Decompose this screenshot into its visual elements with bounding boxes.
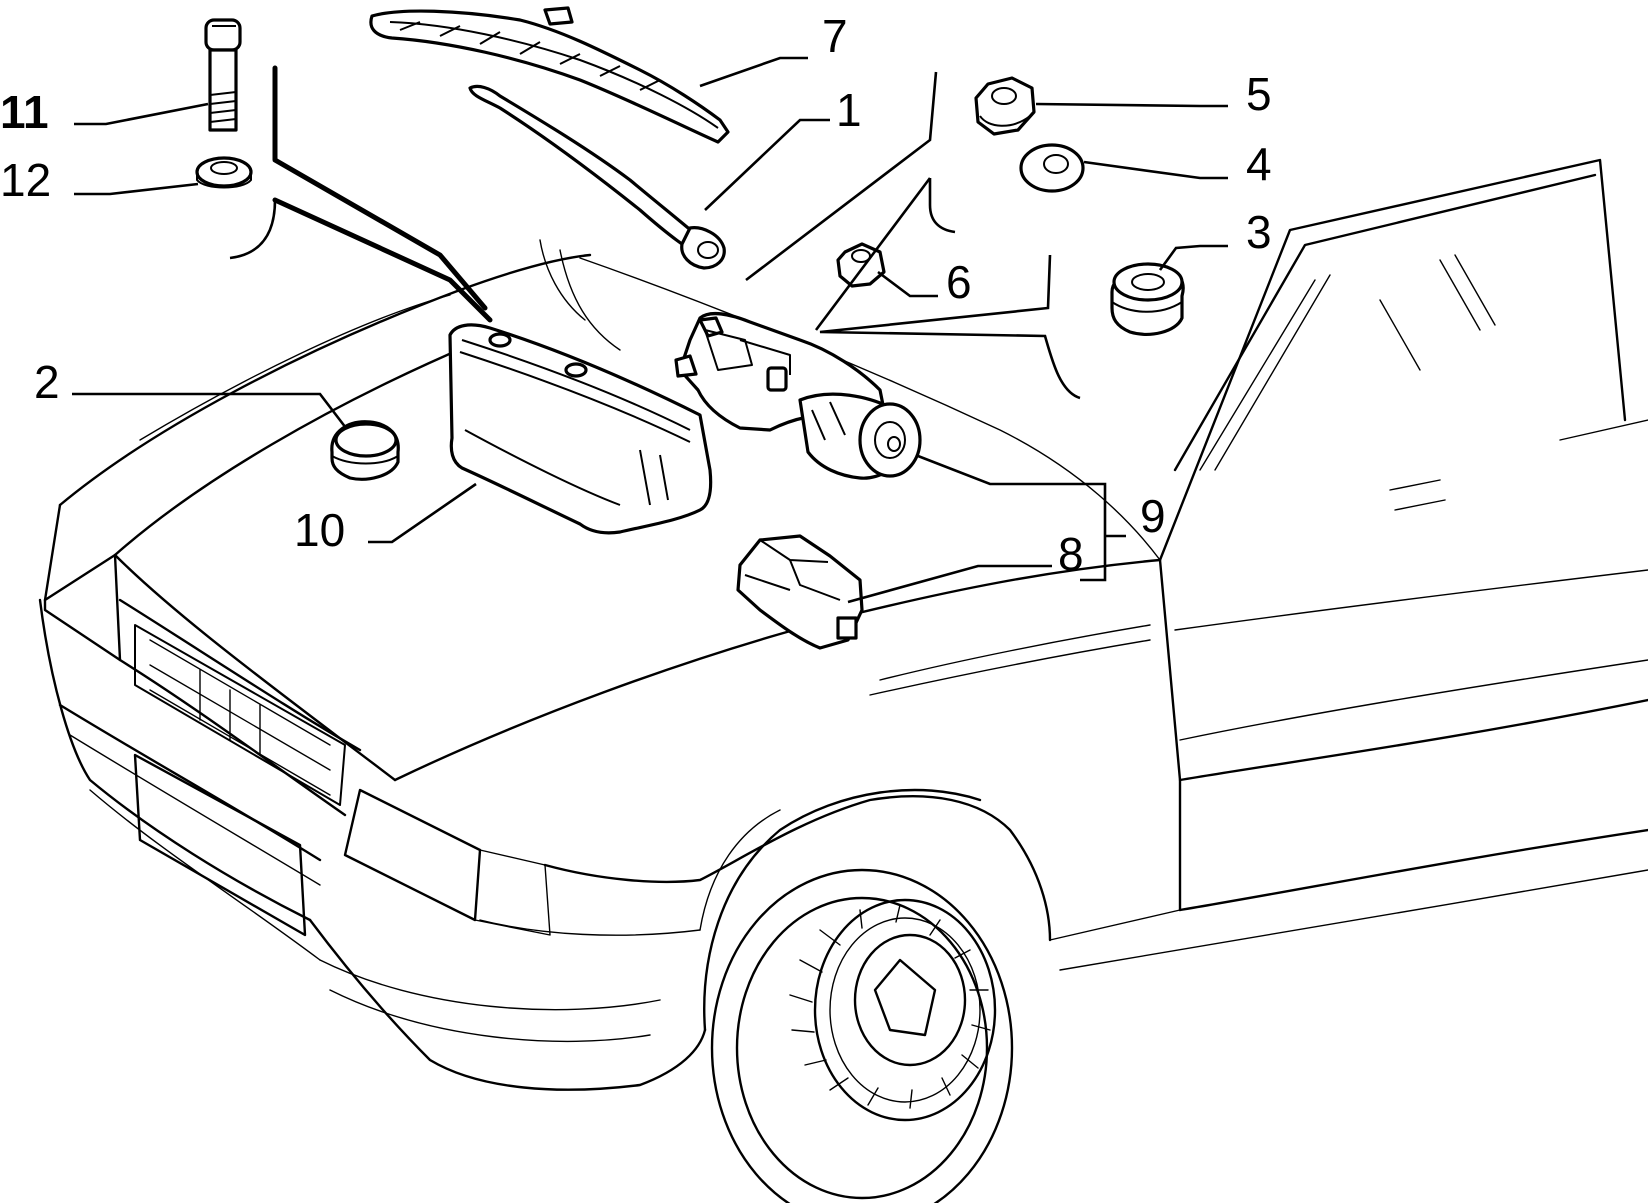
part-3-grommet [1110,262,1185,336]
callout-1: 1 [836,84,862,136]
callout-11: 11 [0,86,49,138]
callout-2: 2 [34,356,60,408]
part-9-wiper-motor [674,312,922,480]
leader-11 [74,102,209,126]
callout-7: 7 [822,10,848,62]
leader-6 [877,270,938,298]
leader-10 [368,482,477,544]
car-body-outline [38,158,1648,1203]
callout-10: 10 [294,504,345,556]
part-5-nut [974,76,1036,136]
assembly-lines [229,65,1081,400]
part-4-washer [1019,143,1085,193]
callout-12: 12 [0,154,51,206]
bracket-9 [917,454,1107,582]
callout-6: 6 [946,256,972,308]
callout-4: 4 [1246,138,1272,190]
leader-7 [699,56,808,88]
part-1-wiper-arm [468,84,726,270]
leader-lines [72,56,1228,604]
part-8-relay [736,534,864,650]
part-7-wiper-blade [369,6,730,144]
leader-8 [847,564,1052,604]
leader-3 [1158,244,1228,271]
part-2-grommet [330,420,400,481]
part-12-washer [195,156,253,189]
callout-8: 8 [1058,528,1084,580]
leader-12 [74,182,199,196]
part-11-bolt [204,18,242,132]
callout-9: 9 [1140,490,1166,542]
callout-3: 3 [1246,206,1272,258]
leader-4 [1083,160,1228,180]
part-10-cowl-panel [448,323,713,535]
callout-labels: 11 12 7 1 5 4 3 6 2 10 9 8 [0,10,1272,580]
callout-5: 5 [1246,68,1272,120]
leader-2 [72,392,348,429]
leader-5 [1035,102,1228,108]
leader-1 [704,118,830,211]
